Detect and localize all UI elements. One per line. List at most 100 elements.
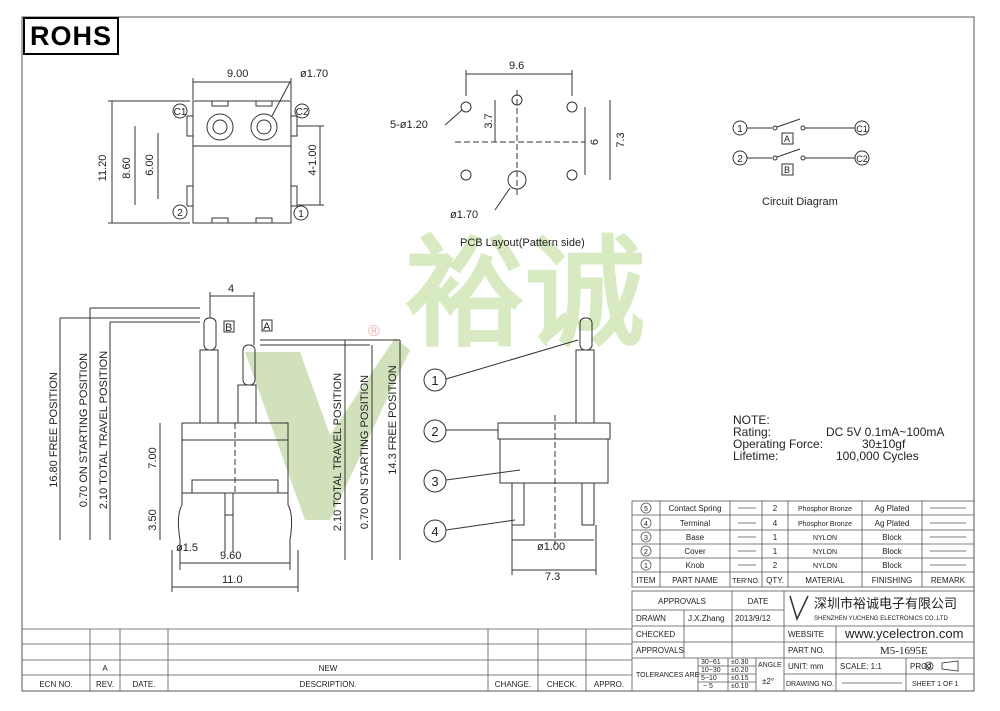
- bom-finish: Block: [882, 533, 903, 542]
- dim-label: 16.80 FREE POSITION: [48, 372, 60, 488]
- revision-block: [22, 628, 632, 691]
- bom-material: Phosphor Bronze: [798, 521, 852, 528]
- dim-label: ø1.70: [450, 209, 478, 221]
- side-cover: [497, 422, 611, 440]
- dim-label: 11.20: [97, 155, 109, 182]
- pcb-layout: [444, 70, 611, 211]
- bom-finish: Block: [882, 561, 903, 570]
- bom-item: 2: [644, 549, 648, 556]
- pin-markers: C1 C2 2 1: [172, 103, 310, 221]
- pcb-caption: PCB Layout(Pattern side): [460, 237, 585, 249]
- tb-value: SCALE: 1:1: [840, 662, 882, 671]
- tb-value: SHEET 1 OF 1: [912, 681, 959, 688]
- revision-texts: A NEW ECN NO. REV. DATE. DESCRIPTION. CH…: [39, 664, 624, 689]
- tb-label: ANGLE: [758, 662, 782, 669]
- front-knob-a: [242, 344, 256, 386]
- dim-label: 7.3: [545, 571, 560, 583]
- tol-range: 10~30: [701, 667, 721, 674]
- side-view: [423, 317, 611, 575]
- tb-value: ±2°: [762, 677, 774, 686]
- top-view-knob-b-inner: [256, 119, 272, 135]
- tb-label: APPROVALS: [658, 597, 706, 606]
- dim-label: 0.70 ON STARTING POSITION: [359, 375, 371, 529]
- bom-qty: 1: [773, 533, 778, 542]
- top-view-knob-b: [250, 113, 278, 141]
- bom-item: 1: [644, 563, 648, 570]
- rev-header: REV.: [96, 680, 114, 689]
- circuit-label: C1: [856, 124, 868, 134]
- dim-label: 9.60: [220, 550, 241, 562]
- rev-header: DATE.: [133, 680, 156, 689]
- projection-icon: [924, 661, 934, 671]
- title-frame: [631, 590, 975, 692]
- dim-label: 8.60: [121, 157, 133, 178]
- dim-label: 4-1.00: [307, 144, 319, 175]
- projection-icon: [927, 664, 931, 668]
- rev-header: DESCRIPTION.: [300, 680, 357, 689]
- bom-qty: 2: [773, 504, 778, 513]
- pin-marker-c2: [294, 103, 310, 119]
- dim-label: 9.6: [509, 60, 524, 72]
- pin-marker-1: [293, 205, 309, 221]
- website-link[interactable]: www.ycelectron.com: [844, 626, 963, 641]
- top-view-notch: [211, 100, 229, 107]
- top-view-notch: [211, 217, 229, 224]
- notes-title: NOTE:: [733, 413, 770, 427]
- top-view-body: [192, 100, 292, 224]
- top-view-notch: [255, 217, 273, 224]
- rev-header: CHECK.: [547, 680, 577, 689]
- tol-value: ±0.15: [731, 675, 749, 682]
- balloon-leader: [445, 339, 579, 380]
- tol-range: 30~61: [701, 659, 721, 666]
- dim-label: 3.7: [483, 113, 495, 128]
- dim-label: 5-ø1.20: [390, 119, 428, 131]
- tol-value: ±0.10: [731, 683, 749, 690]
- pin-label: 1: [298, 209, 304, 220]
- tb-label: WEBSITE: [788, 630, 824, 639]
- watermark-text: 裕诚: [405, 225, 645, 364]
- top-view-tab: [290, 185, 298, 207]
- dim-label: 2.10 TOTAL TRAVEL POSITION: [98, 351, 110, 509]
- bom-material: Phosphor Bronze: [798, 506, 852, 513]
- circuit-node-c1: [854, 120, 870, 136]
- pcb-hole: [566, 169, 578, 181]
- label-box: [223, 320, 235, 333]
- bom-rows: 5 Contact Spring 2 Phosphor Bronze Ag Pl…: [636, 504, 965, 585]
- dim-leader: [444, 109, 463, 126]
- dim-label: 9.00: [227, 68, 248, 80]
- tol-range: 5~10: [701, 675, 717, 682]
- rev-header: CHANGE.: [495, 680, 531, 689]
- pin-marker-2: [172, 204, 188, 220]
- bom-part-name: Contact Spring: [669, 504, 722, 513]
- circuit-caption: Circuit Diagram: [762, 196, 838, 208]
- side-base: [499, 438, 609, 484]
- circuit-label: 1: [737, 124, 743, 135]
- front-base: [191, 479, 279, 494]
- top-view-tab: [186, 185, 194, 207]
- bom-item: 4: [644, 521, 648, 528]
- top-view-tab: [290, 115, 298, 137]
- tb-label: APPROVALS: [636, 646, 684, 655]
- dim-label: 2.10 TOTAL TRAVEL POSITION: [332, 373, 344, 531]
- tb-value: 2013/9/12: [735, 614, 771, 623]
- balloon-label: 2: [431, 424, 438, 439]
- balloon-label: 4: [431, 524, 438, 539]
- bom-header: TER'NO.: [732, 578, 760, 585]
- pcb-hole: [566, 101, 578, 113]
- balloon: [423, 519, 447, 543]
- tb-label: PART NO.: [788, 646, 825, 655]
- label-box: [261, 319, 273, 332]
- circuit-label: C2: [856, 154, 868, 164]
- side-terminal: [511, 482, 525, 526]
- bom-qty: 1: [773, 547, 778, 556]
- front-pin: [224, 492, 234, 516]
- top-view-notch: [255, 100, 273, 107]
- bom-header: REMARK: [931, 576, 966, 585]
- bom-item: 3: [644, 535, 648, 542]
- dim-label: ø1.5: [176, 542, 198, 554]
- rev-value: A: [102, 664, 108, 673]
- dim-leader: [494, 187, 511, 211]
- note-label: Lifetime:: [733, 449, 778, 463]
